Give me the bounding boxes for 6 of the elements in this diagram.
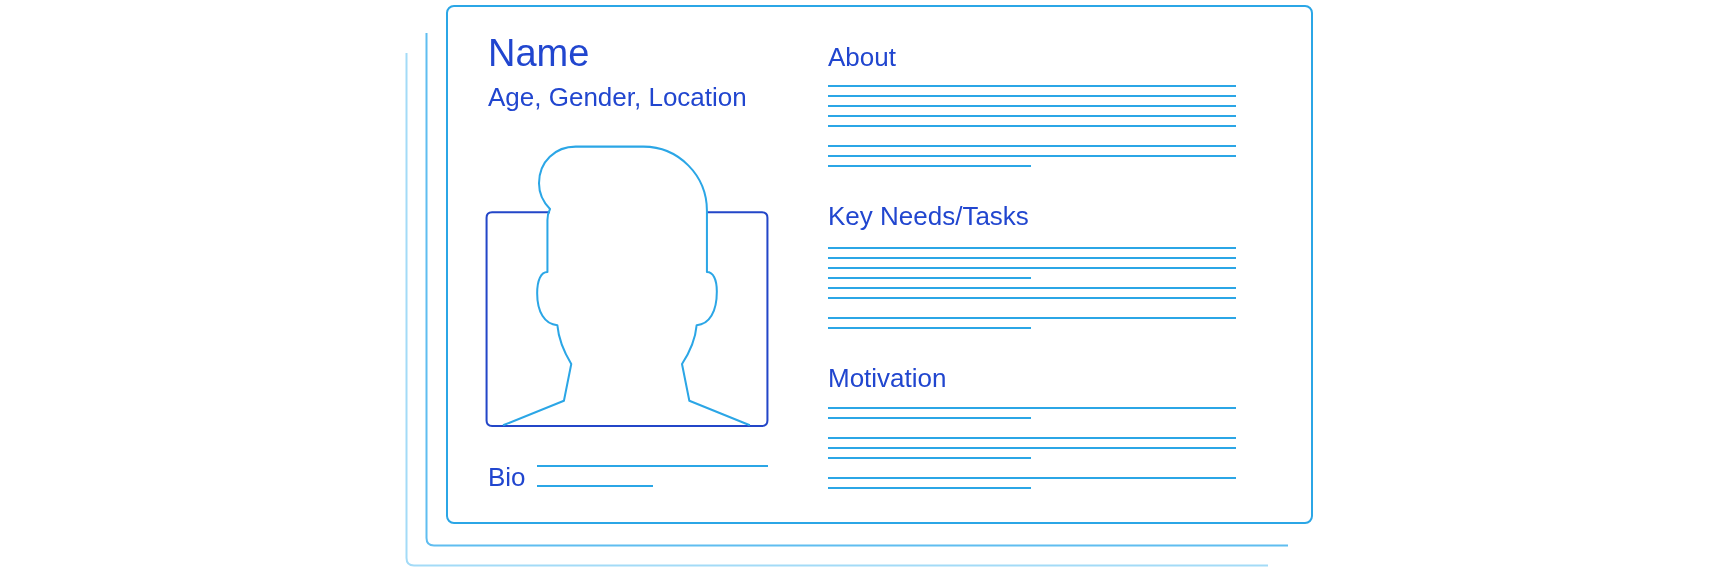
subtitle-text: Age, Gender, Location (488, 84, 747, 110)
section-heading: Motivation (828, 365, 947, 391)
section-heading: About (828, 44, 896, 70)
name-heading: Name (488, 34, 590, 72)
field-label: Bio (488, 464, 526, 490)
section-heading: Key Needs/Tasks (828, 203, 1029, 229)
